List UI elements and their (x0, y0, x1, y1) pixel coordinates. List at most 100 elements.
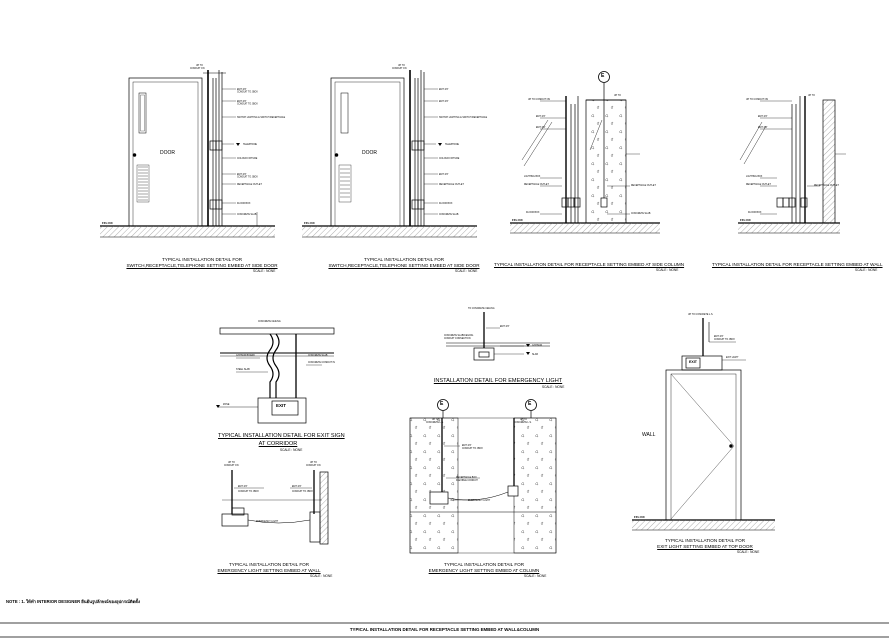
scale-exit-door: SCALE : NONE (737, 550, 760, 554)
caption-em-wall-line1: TYPICAL INSTALLATION DETAIL FOR (228, 562, 310, 567)
svg-text:RECEPTACLE OUTLET: RECEPTACLE OUTLET (237, 183, 262, 186)
exit-light-text: EXIT (689, 360, 697, 364)
scale-emergency-light: SCALE : NONE (542, 385, 565, 389)
svg-text:CONCRETE SLAB: CONCRETE SLAB (439, 213, 459, 216)
caption-door2-line2: SWITCH,RECEPTACLE,TELEPHONE SETTING EMBE… (328, 263, 480, 268)
svg-text:CONCRETE CEILING: CONCRETE CEILING (258, 321, 281, 323)
svg-text:CONDUIT ON: CONDUIT ON (306, 465, 321, 467)
svg-text:EMT 3/4": EMT 3/4" (462, 445, 472, 447)
svg-text:UP TO CONCRETE L.S.: UP TO CONCRETE L.S. (688, 314, 714, 316)
svg-text:CONDUIT ON: CONDUIT ON (224, 465, 239, 467)
detail-em-wall (221, 470, 329, 545)
caption-emergency-light: INSTALLATION DETAIL FOR EMERGENCY LIGHT (433, 378, 563, 384)
drawing-note: NOTE : 1. ให้ทำ INTERIOR DESIGNER ยืนยัน… (6, 599, 141, 604)
svg-text:UP TO: UP TO (398, 65, 405, 67)
door2-label: DOOR (362, 150, 377, 156)
svg-text:CONDUIT ON: CONDUIT ON (392, 68, 407, 70)
svg-text:FLOOR BOX: FLOOR BOX (439, 203, 453, 205)
scale-column: SCALE : NONE (656, 268, 679, 272)
svg-text:FLEXIBLE CONDUIT: FLEXIBLE CONDUIT (456, 480, 478, 482)
caption-exit-door-line1: TYPICAL INSTALLATION DETAIL FOR (664, 538, 746, 543)
svg-text:TO CONCRETE CEILING: TO CONCRETE CEILING (468, 308, 495, 310)
svg-text:UP TO: UP TO (808, 95, 815, 97)
svg-text:COLOUR FIXTURE: COLOUR FIXTURE (237, 158, 258, 160)
svg-text:EMT 3/4": EMT 3/4" (292, 486, 302, 488)
caption-wall: TYPICAL INSTALLATION DETAIL FOR RECEPTAC… (712, 262, 883, 267)
svg-text:EMT 3/4": EMT 3/4" (238, 486, 248, 488)
caption-exit-sign-line1: TYPICAL INSTALLATION DETAIL FOR EXIT SIG… (218, 433, 345, 439)
svg-text:TELEPHONE: TELEPHONE (445, 144, 459, 146)
svg-text:CONCRETE L.S.: CONCRETE L.S. (426, 422, 444, 424)
svg-text:SWITCH LIGHTING & SWITCH RECEP: SWITCH LIGHTING & SWITCH RECEPTACLE (237, 116, 286, 119)
svg-text:EMT 3/4": EMT 3/4" (439, 101, 449, 103)
detail-side-door-2 (302, 70, 477, 238)
svg-text:ZONE: ZONE (223, 404, 230, 406)
svg-text:UP TO: UP TO (520, 419, 527, 421)
sheet-title: TYPICAL INSTALLATION DETAIL FOR RECEPTAC… (349, 627, 540, 632)
svg-text:EMT 3/4": EMT 3/4" (439, 89, 449, 91)
exit-sign-text: EXIT (276, 403, 287, 408)
svg-text:UP TO CONDUIT ON: UP TO CONDUIT ON (746, 99, 768, 101)
svg-text:EMT 3/4": EMT 3/4" (237, 174, 247, 176)
detail-side-column (510, 71, 660, 234)
svg-text:COLOUR FIXTURE: COLOUR FIXTURE (439, 158, 460, 160)
caption-column: TYPICAL INSTALLATION DETAIL FOR RECEPTAC… (494, 262, 685, 267)
svg-text:EMT 3/4": EMT 3/4" (536, 116, 546, 118)
svg-text:RECEPTACLE OUTLET: RECEPTACLE OUTLET (439, 183, 464, 186)
svg-text:RECEPTACLE OUTLET: RECEPTACLE OUTLET (746, 183, 771, 186)
svg-text:EMERGENCY LIGHT: EMERGENCY LIGHT (256, 521, 279, 523)
wall-label: WALL (642, 432, 656, 438)
svg-text:CONDUIT ON: CONDUIT ON (190, 68, 205, 70)
svg-text:RECEPTACLE BOX: RECEPTACLE BOX (456, 476, 477, 479)
caption-door1-line1: TYPICAL INSTALLATION DETAIL FOR (161, 257, 243, 262)
svg-text:EMT 3/4": EMT 3/4" (500, 326, 510, 328)
svg-text:CONDUIT TO JBOX: CONDUIT TO JBOX (237, 104, 258, 106)
svg-text:CONDUIT TO JBOX: CONDUIT TO JBOX (714, 339, 735, 341)
caption-em-column-line1: TYPICAL INSTALLATION DETAIL FOR (443, 562, 525, 567)
ffl-label-3: FFL±00 (512, 218, 523, 222)
svg-text:LIGHTING BOX: LIGHTING BOX (524, 176, 541, 178)
svg-text:CONCRETE SLAB/CEILING: CONCRETE SLAB/CEILING (444, 334, 473, 337)
exit-sign-leader-text: CONCRETE CEILING GYPSUM BOARD STEEL SLAB… (223, 321, 335, 406)
svg-text:EMT 3/4": EMT 3/4" (237, 89, 247, 91)
svg-text:STEEL SLAB: STEEL SLAB (236, 368, 250, 371)
svg-text:LIGHTING BOX: LIGHTING BOX (746, 176, 763, 178)
svg-text:CONDUIT TO JBOX: CONDUIT TO JBOX (238, 491, 259, 493)
svg-text:UP TO CONDUIT ON: UP TO CONDUIT ON (528, 99, 550, 101)
svg-text:CONDUIT TO JBOX: CONDUIT TO JBOX (292, 491, 313, 493)
svg-text:EXIT LIGHT: EXIT LIGHT (726, 357, 739, 359)
scale-em-wall: SCALE : NONE (310, 574, 333, 578)
door1-label: DOOR (160, 150, 175, 156)
scale-door1: SCALE : NONE (253, 269, 276, 273)
detail-wall (738, 96, 846, 234)
svg-text:GYPSUM: GYPSUM (532, 345, 542, 347)
svg-text:UP TO: UP TO (196, 65, 203, 67)
svg-text:CONDUIT TO JBOX: CONDUIT TO JBOX (462, 448, 483, 450)
svg-text:EMT 3/4": EMT 3/4" (758, 127, 768, 129)
svg-text:EMERGENCY LIGHT: EMERGENCY LIGHT (468, 500, 491, 502)
detail-exit-sign (216, 327, 335, 424)
e-symbol-column: E (601, 73, 605, 79)
svg-text:GYPSUM BOARD: GYPSUM BOARD (236, 354, 255, 357)
scale-door2: SCALE : NONE (455, 269, 478, 273)
svg-text:CONDUIT CONNECTION: CONDUIT CONNECTION (444, 338, 471, 340)
svg-text:EMT 3/4": EMT 3/4" (439, 174, 449, 176)
svg-text:UP TO: UP TO (228, 462, 235, 464)
ffl-label-4: FFL±00 (740, 218, 751, 222)
svg-text:UP TO: UP TO (310, 462, 317, 464)
caption-door2-line1: TYPICAL INSTALLATION DETAIL FOR (363, 257, 445, 262)
svg-text:EMT 3/4": EMT 3/4" (714, 336, 724, 338)
svg-text:EMT 3/4": EMT 3/4" (237, 101, 247, 103)
detail-emergency-light (446, 312, 550, 361)
e-symbol-right: E (528, 401, 532, 407)
exit-door-leader-text: UP TO CONCRETE L.S. EMT 3/4"CONDUIT TO J… (688, 314, 739, 359)
e-symbol-left: E (440, 401, 444, 407)
svg-text:EMT 3/4": EMT 3/4" (758, 116, 768, 118)
svg-text:CONCRETE L.S.: CONCRETE L.S. (514, 422, 532, 424)
svg-text:RECEPTACLE OUTLET: RECEPTACLE OUTLET (631, 184, 656, 187)
scale-exit-sign: SCALE : NONE (280, 448, 303, 452)
detail-exit-top-door (632, 318, 775, 531)
